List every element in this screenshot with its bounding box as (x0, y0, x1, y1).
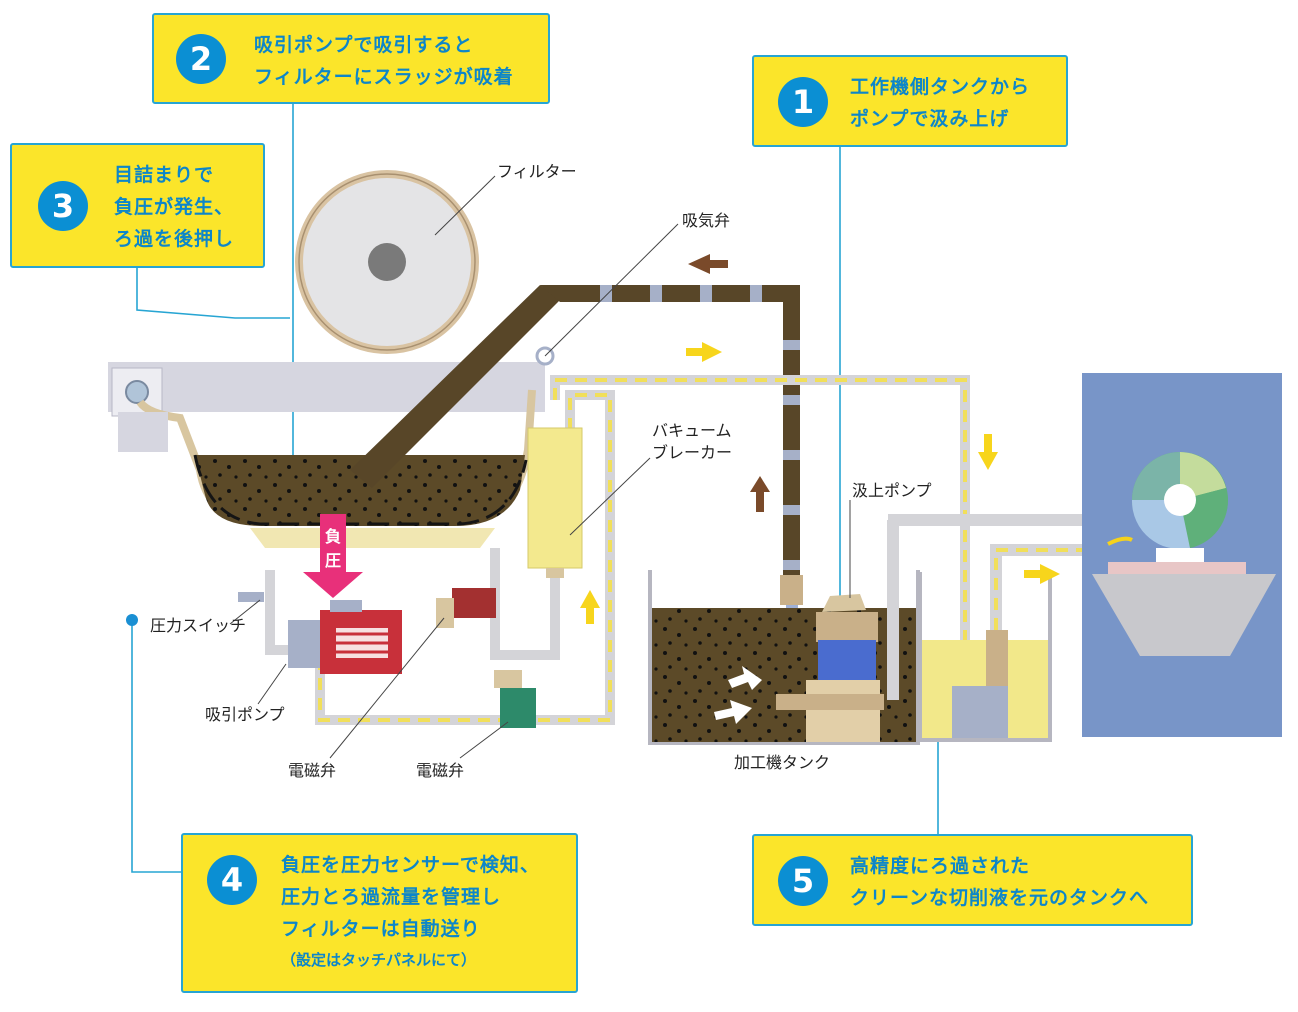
vacuum-breaker-label-line-2: ブレーカー (652, 443, 733, 462)
negative-pressure-label-1: 負 (324, 527, 341, 546)
callout-4-text: 負圧を圧力センサーで検知、 圧力とろ過流量を管理し フィルターは自動送り （設定… (281, 849, 540, 975)
negative-pressure-arrow (303, 514, 363, 598)
callout-3: 3 目詰まりで 負圧が発生、 ろ過を後押し (10, 143, 265, 268)
callout-2-text: 吸引ポンプで吸引すると フィルターにスラッジが吸着 (254, 29, 514, 93)
lift-pump-label: 汲上ポンプ (852, 481, 932, 500)
callout-3-badge: 3 (38, 181, 88, 231)
intake-valve-label: 吸気弁 (682, 211, 731, 230)
solenoid-valves (436, 588, 536, 728)
callout-3-text: 目詰まりで 負圧が発生、 ろ過を後押し (114, 159, 234, 255)
callout-3-line-3: ろ過を後押し (114, 228, 235, 250)
filter-label: フィルター (497, 162, 577, 181)
machine-tank-label: 加工機タンク (734, 753, 831, 772)
solenoid-valve-2-label: 電磁弁 (416, 761, 465, 780)
callout-4: 4 負圧を圧力センサーで検知、 圧力とろ過流量を管理し フィルターは自動送り （… (181, 833, 578, 993)
callout-5: 5 高精度にろ過された クリーンな切削液を元のタンクへ (752, 834, 1193, 926)
callout-5-line-2: クリーンな切削液を元のタンクへ (850, 887, 1150, 909)
leader-dot-4 (126, 614, 138, 626)
callout-1-line-2: ポンプで汲み上げ (850, 108, 1010, 130)
callout-2-line-2: フィルターにスラッジが吸着 (254, 66, 514, 88)
callout-3-line-1: 目詰まりで (114, 164, 215, 186)
pressure-switch-label: 圧力スイッチ (150, 616, 247, 635)
filter-drum (295, 170, 479, 354)
callout-4-line-1: 負圧を圧力センサーで検知、 (281, 854, 540, 876)
callout-2-badge: 2 (176, 34, 226, 84)
suction-pump-label: 吸引ポンプ (205, 705, 285, 724)
callout-1: 1 工作機側タンクから ポンプで汲み上げ (752, 55, 1068, 147)
vacuum-breaker-label-line-1: バキューム (652, 421, 732, 440)
callout-4-note: （設定はタッチパネルにて） (281, 951, 477, 969)
machine-tank (648, 570, 920, 745)
callout-4-line-3: フィルターは自動送り (281, 918, 481, 940)
machine-tool (1082, 373, 1282, 737)
callout-4-line-2: 圧力とろ過流量を管理し (281, 886, 502, 908)
return-pipe-dirty (350, 285, 803, 695)
vacuum-breaker-label: バキューム ブレーカー (652, 420, 732, 464)
callout-4-badge: 4 (207, 855, 257, 905)
callout-2: 2 吸引ポンプで吸引すると フィルターにスラッジが吸着 (152, 13, 550, 104)
negative-pressure-label-2: 圧 (324, 551, 341, 570)
callout-1-text: 工作機側タンクから ポンプで汲み上げ (850, 71, 1030, 135)
callout-2-line-1: 吸引ポンプで吸引すると (254, 34, 474, 56)
callout-5-badge: 5 (778, 856, 828, 906)
label-leaders (229, 175, 851, 759)
solenoid-valve-1-label: 電磁弁 (288, 761, 337, 780)
callout-5-line-1: 高精度にろ過された (850, 855, 1031, 877)
callout-5-text: 高精度にろ過された クリーンな切削液を元のタンクへ (850, 850, 1149, 914)
suction-pump-body (238, 592, 402, 674)
callout-1-badge: 1 (778, 77, 828, 127)
flow-arrows (580, 254, 1060, 724)
clean-tank (887, 514, 1110, 742)
callout-1-line-1: 工作機側タンクから (850, 76, 1031, 98)
callout-3-line-2: 負圧が発生、 (114, 196, 235, 218)
